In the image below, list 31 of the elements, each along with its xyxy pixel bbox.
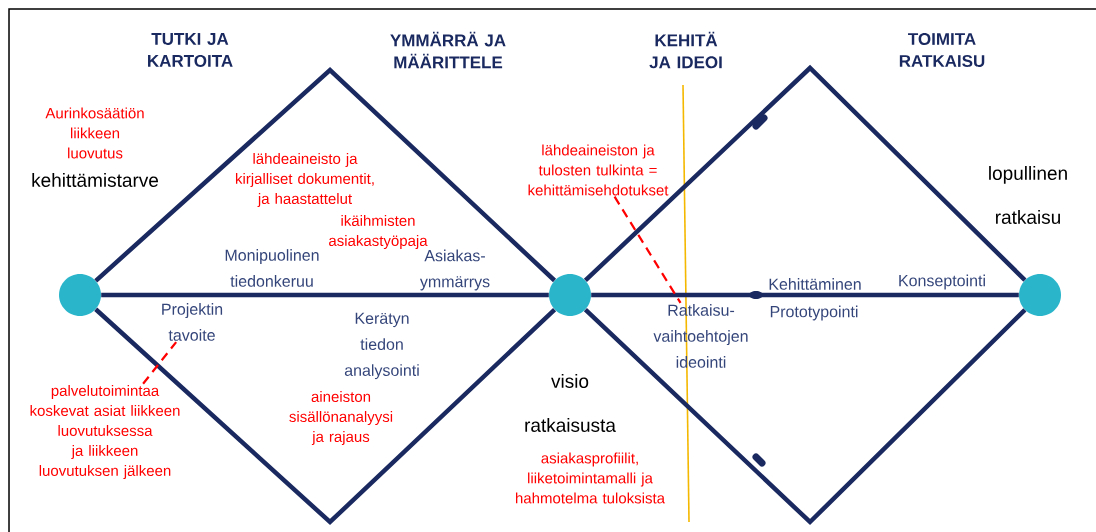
step-text: Asiakas-ymmärrys bbox=[419, 249, 490, 291]
diamond-line bbox=[94, 307, 557, 526]
circle-node bbox=[59, 274, 101, 316]
diamond-line bbox=[591, 292, 1019, 298]
diamond-line bbox=[583, 64, 1027, 283]
phase-heading: YMMÄRRÄ JA MÄÄRITTELE bbox=[390, 31, 506, 69]
step-text: Kehittäminen bbox=[769, 278, 861, 290]
diamond-line bbox=[583, 307, 1027, 526]
diamond-line bbox=[101, 292, 549, 298]
stage-text: lopullinen ratkaisu bbox=[989, 166, 1067, 224]
note-text: Aurinkosäätiön liikkeen luovutus bbox=[45, 107, 144, 159]
note-text: aineiston sisällönanalyysi ja rajaus bbox=[289, 391, 393, 445]
step-text: Kerätyn tiedon analysointi bbox=[344, 312, 419, 380]
stage-text: visio ratkaisusta bbox=[525, 374, 616, 432]
note-text: lähdeaineiston ja tulosten tulkinta = kehittämisehdotukset bbox=[528, 144, 669, 196]
circle-node bbox=[549, 274, 591, 316]
step-text: Projektin tavoite bbox=[162, 303, 223, 341]
leader-line bbox=[142, 341, 177, 385]
leader-line bbox=[613, 196, 682, 304]
phase-heading: KEHITÄ JA IDEOI bbox=[649, 31, 722, 69]
note-text: asiakasprofiilit, liiketoimintamalli ja hahmotelma tuloksista bbox=[516, 452, 665, 504]
circle-node bbox=[1019, 274, 1061, 316]
step-text: Monipuolinen tiedonkeruu bbox=[225, 249, 319, 287]
phase-heading: TOIMITA RATKAISU bbox=[899, 33, 985, 67]
step-text: Prototypointi bbox=[770, 305, 858, 321]
note-text: palvelutoimintaa koskevat asiat liikkeen luovutuksessa ja liikkeen luovutuksen jälkeen bbox=[30, 385, 180, 479]
diamond-line bbox=[94, 66, 557, 283]
stage-text: kehittämistarve bbox=[32, 173, 159, 187]
note-text: ikäihmisten asiakastyöpaja bbox=[329, 215, 428, 249]
step-text: Konseptointi bbox=[899, 274, 985, 290]
phase-heading: TUTKI JA KARTOITA bbox=[148, 33, 233, 67]
